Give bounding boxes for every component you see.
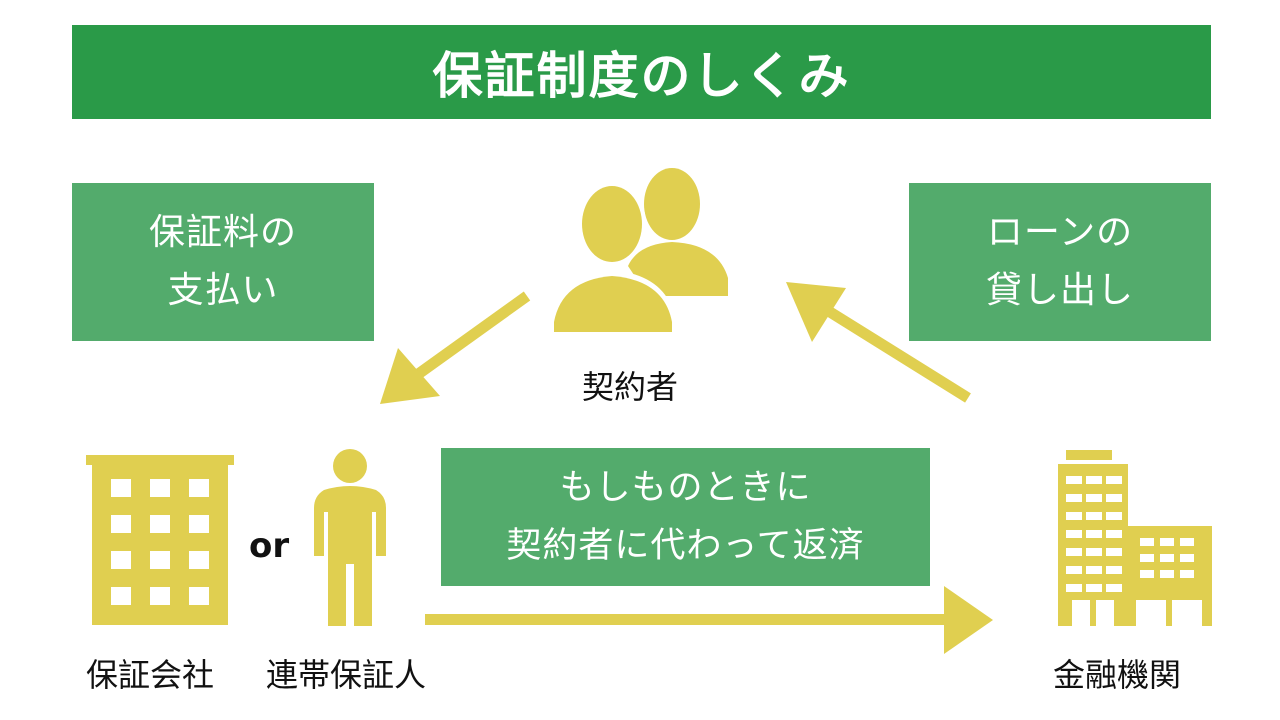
guarantee-company-label: 保証会社 — [86, 656, 215, 694]
contractor-label: 契約者 — [582, 368, 679, 406]
guarantee-fee-line2: 支払い — [167, 270, 279, 311]
arrow-to-bank-icon — [425, 586, 993, 654]
arrow-to-guarantor-icon — [380, 291, 531, 404]
office-building-icon — [86, 455, 234, 625]
or-label: or — [249, 526, 290, 566]
repayment-line2: 契約者に代わって返済 — [506, 526, 865, 566]
guarantee-fee-line1: 保証料の — [148, 212, 297, 253]
person-icon — [314, 449, 386, 626]
loan-line2: 貸し出し — [985, 270, 1134, 311]
repayment-box: もしものときに 契約者に代わって返済 — [441, 448, 930, 586]
people-icon — [552, 168, 728, 334]
joint-guarantor-label: 連帯保証人 — [266, 656, 427, 694]
loan-box: ローンの 貸し出し — [909, 183, 1211, 341]
loan-line1: ローンの — [986, 212, 1134, 253]
repayment-line1: もしものときに — [559, 468, 812, 508]
guarantee-fee-box: 保証料の 支払い — [72, 183, 374, 341]
financial-institution-label: 金融機関 — [1053, 656, 1182, 694]
page-title: 保証制度のしくみ — [72, 25, 1211, 119]
arrow-to-contractor-icon — [786, 282, 971, 403]
bank-building-icon — [1058, 450, 1212, 626]
